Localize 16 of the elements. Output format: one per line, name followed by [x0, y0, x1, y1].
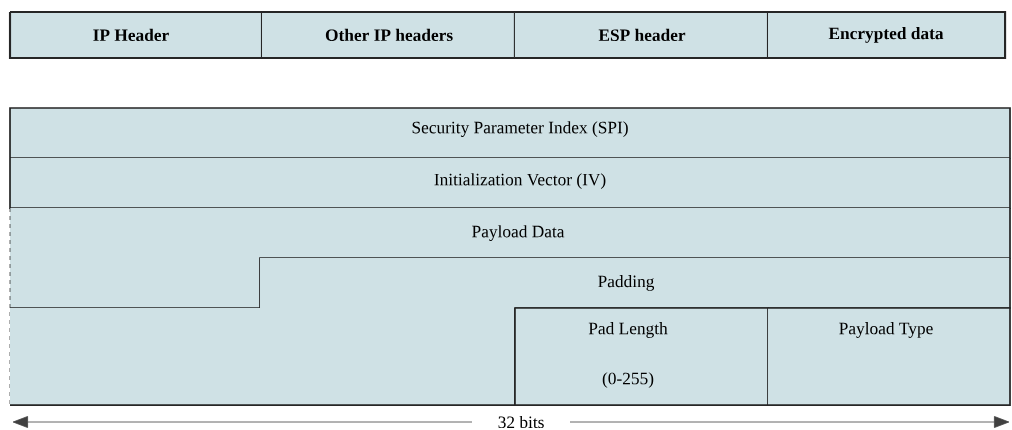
packet-field: Security Parameter Index (SPI)	[9, 107, 1011, 159]
dimension-label: 32 bits	[498, 415, 544, 429]
node-label: Other IP headers	[325, 28, 453, 42]
node-label: Initialization Vector (IV)	[434, 173, 606, 189]
node-label: Payload Data	[472, 225, 565, 241]
packet-field: Payload Type	[767, 307, 1011, 406]
header-field: Other IP headers	[262, 10, 516, 60]
node-label: ESP header	[598, 28, 686, 42]
node-label: Payload Type	[839, 322, 933, 338]
header-field: ESP header	[514, 10, 770, 60]
node-label: Encrypted data	[828, 27, 944, 43]
header-field: IP Header	[8, 10, 264, 60]
header-field: Encrypted data	[768, 10, 1007, 60]
packet-field: Pad Length (0-255)	[514, 307, 769, 406]
node-label: Padding	[598, 275, 655, 291]
packet-field: Initialization Vector (IV)	[9, 157, 1011, 209]
